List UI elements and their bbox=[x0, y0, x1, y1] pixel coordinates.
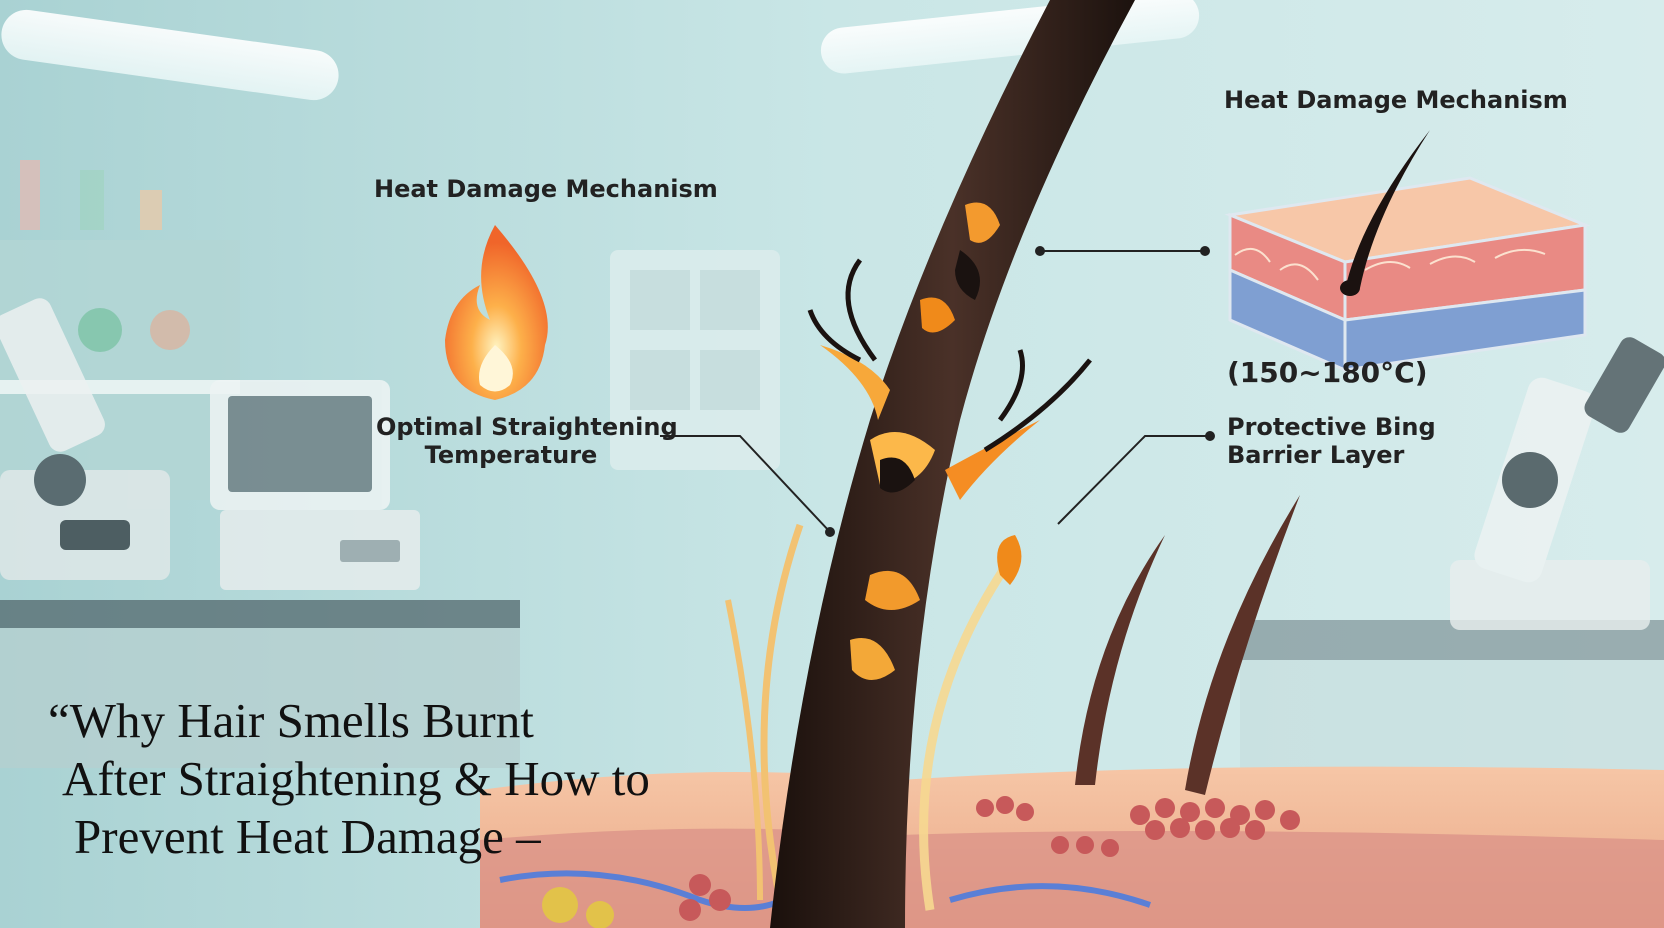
left-counter bbox=[0, 600, 520, 628]
left-microscope bbox=[0, 298, 170, 580]
article-title-line3: Prevent Heat Damage – bbox=[74, 809, 541, 864]
protective-barrier-label-line2: Barrier Layer bbox=[1227, 441, 1405, 469]
burning-hair-shaft bbox=[770, 0, 1135, 928]
optimal-temperature-label-line2: Temperature bbox=[424, 441, 598, 469]
heat-damage-mechanism-label-right: Heat Damage Mechanism bbox=[1224, 86, 1568, 114]
article-title-line2: After Straightening & How to bbox=[62, 751, 650, 806]
optimal-temperature-label: Optimal Straightening Temperature bbox=[376, 413, 678, 469]
right-microscope bbox=[1450, 337, 1664, 630]
optimal-temperature-label-line1: Optimal Straightening bbox=[376, 413, 678, 441]
ceiling-light-left bbox=[1, 9, 339, 101]
skin-cross-section-icon bbox=[1224, 130, 1591, 373]
protective-barrier-label: Protective Bing Barrier Layer bbox=[1227, 413, 1436, 469]
follicle-cluster bbox=[679, 796, 1300, 921]
article-title: “Why Hair Smells Burnt After Straighteni… bbox=[48, 692, 650, 866]
heat-damage-mechanism-label-left: Heat Damage Mechanism bbox=[374, 175, 718, 203]
lab-monitor bbox=[210, 380, 420, 590]
temperature-range-label: (150~180°C) bbox=[1227, 356, 1428, 389]
flame-icon bbox=[445, 225, 548, 400]
hair-strand-small bbox=[1075, 535, 1165, 785]
callout-lines bbox=[660, 246, 1215, 537]
protective-barrier-label-line1: Protective Bing bbox=[1227, 413, 1436, 441]
burn-patches bbox=[820, 202, 1040, 680]
article-title-line1: “Why Hair Smells Burnt bbox=[48, 693, 534, 748]
hair-strand-small bbox=[1185, 495, 1300, 795]
